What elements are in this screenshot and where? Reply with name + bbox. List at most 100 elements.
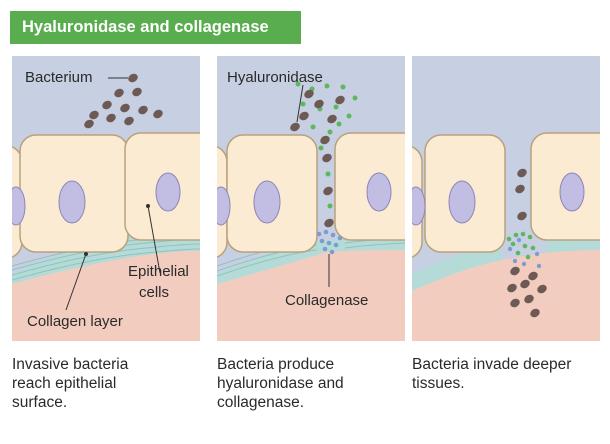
caption-panel-1: Invasive bacteria reach epithelial surfa… [12,355,128,412]
hyaluronidase-dot [327,129,333,135]
bacterium [510,266,520,276]
bacterium [89,110,99,120]
nucleus [412,186,426,226]
nucleus [448,180,476,224]
bacterium [114,88,124,98]
hyaluronidase-dot [522,243,528,249]
caption-panel-2: Bacteria produce hyaluronidase and colla… [217,355,344,412]
bacterium [530,308,540,318]
bacterium [128,73,138,83]
bacterium [290,122,300,132]
collagenase-dot [329,249,335,255]
hyaluronidase-dot [336,121,342,127]
bacterium [510,298,520,308]
diagram-title: Hyaluronidase and collagenase [22,18,269,36]
bacterium [322,153,332,163]
hyaluronidase-dot [513,232,519,238]
nucleus [217,186,231,226]
collagenase-label: Collagenase [285,292,369,309]
hyaluronidase-dot [318,145,324,151]
epithelial-label: Epithelial [128,263,189,280]
deep-tissue [217,250,405,341]
caption-line: Bacteria invade deeper [412,356,572,373]
collagen-leader-dot [84,252,88,256]
hyaluronidase-dot [352,95,358,101]
hyaluronidase-dot [525,254,531,260]
bacterium [507,283,517,293]
bacterium [124,116,134,126]
bacterium-label: Bacterium [25,69,93,86]
hyaluronidase-dot [520,231,526,237]
caption-line: tissues. [412,375,465,392]
bacterium [138,105,148,115]
collagenase-dot [536,263,542,269]
collagenase-dot [337,235,343,241]
panel-invasive-bacteria: Bacterium Epithelial cells Collagen laye… [12,56,200,341]
bacterium [324,218,334,228]
collagenase-dot [507,246,513,252]
panel-3-illustration [412,56,600,341]
hyaluronidase-leader-line [296,84,304,123]
bacterium [84,119,94,129]
hyaluronidase-dot [506,236,512,242]
panel-enzyme-production: Hyaluronidase Collagenase [217,56,405,341]
caption-line: surface. [12,394,68,411]
hyaluronidase-dot [325,171,331,177]
hyaluronidase-dot [333,104,339,110]
bacterium [335,95,345,105]
hyaluronidase-dot [515,250,521,256]
hyaluronidase-dot [346,113,352,119]
bacterium [320,135,330,145]
hyaluronidase-dot [530,245,536,251]
hyaluronidase-dot [310,124,316,130]
collagenase-dot [323,229,329,235]
caption-line: hyaluronidase and [217,375,344,392]
bacterium [102,100,112,110]
caption-line: Bacteria produce [217,356,335,373]
hyaluronidase-dot [510,241,516,247]
bacterium [106,113,116,123]
bacterium [120,103,130,113]
bacterium [524,294,534,304]
collagenase-dot [512,258,518,264]
collagenase-dot [330,232,336,238]
bacterium [299,111,309,121]
deep-tissue [12,251,200,341]
caption-line: Invasive bacteria [12,356,129,373]
bacterium [520,279,530,289]
hyaluronidase-dot [324,83,330,89]
collagenase-dot [521,261,527,267]
hyaluronidase-label: Hyaluronidase [227,69,323,86]
bacterium [304,89,314,99]
panel-deep-invasion [412,56,600,341]
collagenase-dot [316,231,322,237]
nucleus [559,172,585,212]
nucleus [12,186,26,226]
bacterium [537,284,547,294]
collagenase-dot [326,240,332,246]
nucleus [58,180,86,224]
bacterium [517,211,527,221]
deep-tissue [412,250,600,341]
caption-line: reach epithelial [12,375,117,392]
bacterium [153,109,163,119]
caption-panel-3: Bacteria invade deeper tissues. [412,355,571,393]
bacterium [528,271,538,281]
hyaluronidase-dot [327,203,333,209]
collagenase-dot [322,246,328,252]
nucleus [366,172,392,212]
epithelial-leader-dot [146,204,150,208]
nucleus [253,180,281,224]
bacterium [314,99,324,109]
hyaluronidase-dot [300,101,306,107]
collagen-layer-label: Collagen layer [27,313,123,330]
bacterium [517,168,527,178]
cells-label: cells [139,284,170,301]
collagen-layer [412,242,502,314]
bacterium [323,186,333,196]
hyaluronidase-dot [295,81,301,87]
title-banner: Hyaluronidase and collagenase [10,11,301,44]
collagenase-dot [333,242,339,248]
hyaluronidase-dot [527,234,533,240]
collagen-leader-line [65,253,87,311]
